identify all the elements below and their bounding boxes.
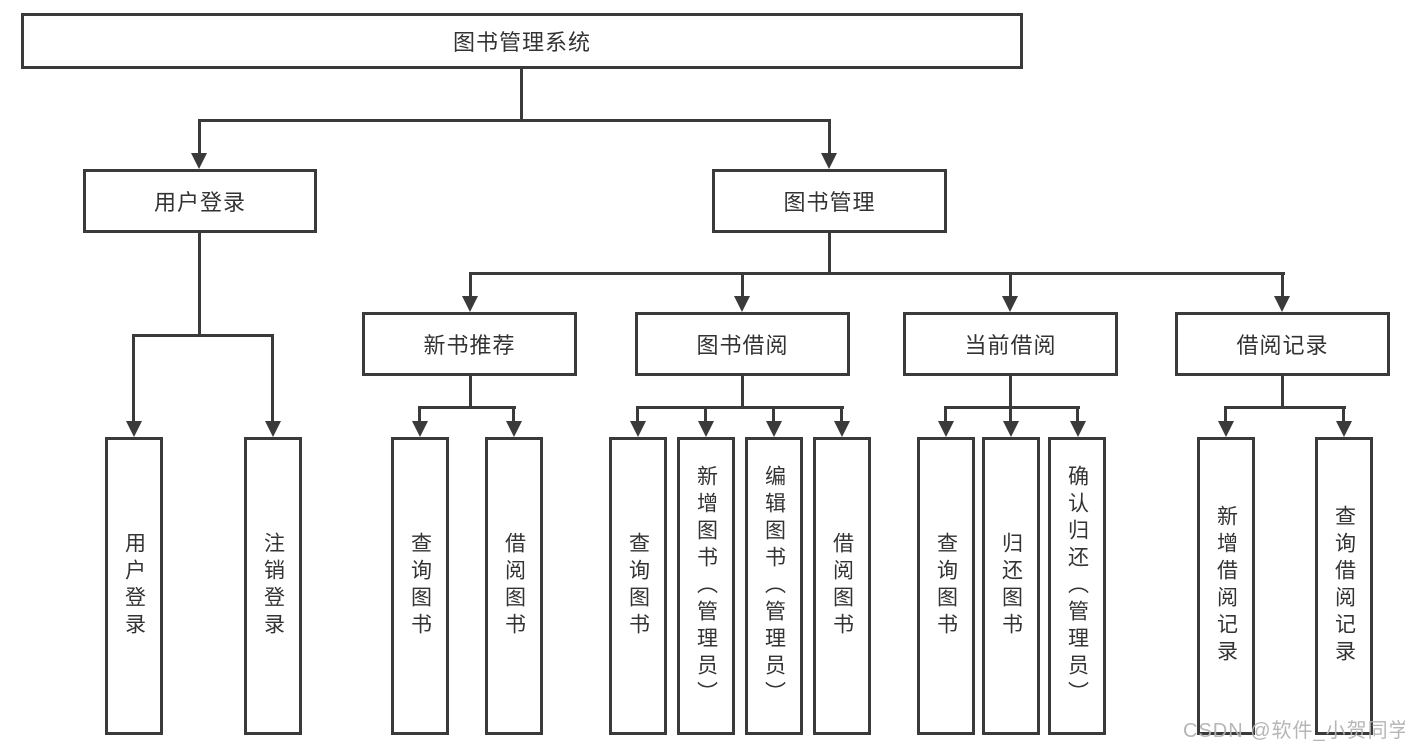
node-new-book-recommend-label: 新书推荐 bbox=[423, 333, 516, 358]
connector-drop-borrow-records bbox=[1281, 272, 1284, 298]
connector-drop-leaf-logout bbox=[271, 334, 274, 423]
arrowhead-down-icon bbox=[506, 421, 522, 437]
arrowhead-down-icon bbox=[821, 153, 837, 169]
leaf-borrow-books-recommend-label: 借阅图书 bbox=[502, 532, 526, 640]
leaf-return-books: 归还图书 bbox=[982, 437, 1040, 735]
connector-drop-book-borrow bbox=[741, 272, 744, 298]
arrowhead-down-icon bbox=[938, 421, 954, 437]
arrowhead-down-icon bbox=[412, 421, 428, 437]
leaf-add-borrow-record-label: 新增借阅记录 bbox=[1214, 505, 1238, 667]
connector-drop bbox=[944, 406, 947, 423]
connector-drop bbox=[418, 406, 421, 423]
leaf-borrow-books-borrowing-label: 借阅图书 bbox=[830, 532, 854, 640]
connector-book-mgmt-crossbar bbox=[469, 272, 1285, 275]
node-user-login: 用户登录 bbox=[83, 169, 317, 233]
node-library-system-label: 图书管理系统 bbox=[452, 30, 591, 55]
connector-drop-new-book bbox=[469, 272, 472, 298]
connector-new-book-crossbar bbox=[418, 406, 516, 409]
node-current-borrowing-label: 当前借阅 bbox=[964, 333, 1057, 358]
connector-drop bbox=[1076, 406, 1079, 423]
leaf-query-borrow-record: 查询借阅记录 bbox=[1315, 437, 1373, 735]
arrowhead-down-icon bbox=[462, 296, 478, 312]
arrowhead-down-icon bbox=[1003, 421, 1019, 437]
leaf-query-books-recommend-label: 查询图书 bbox=[408, 532, 432, 640]
leaf-edit-books-admin: 编辑图书（管理员） bbox=[745, 437, 803, 735]
connector-drop-user-login bbox=[198, 119, 201, 155]
leaf-user-login: 用户登录 bbox=[105, 437, 163, 735]
arrowhead-down-icon bbox=[191, 153, 207, 169]
leaf-query-books-current: 查询图书 bbox=[917, 437, 975, 735]
leaf-query-books-current-label: 查询图书 bbox=[934, 532, 958, 640]
leaf-user-login-label: 用户登录 bbox=[122, 532, 146, 640]
connector-drop bbox=[1224, 406, 1227, 423]
connector-drop bbox=[772, 406, 775, 423]
connector-root-crossbar bbox=[198, 119, 831, 122]
csdn-watermark: CSDN @软件_小贺同学 bbox=[1183, 720, 1405, 742]
connector-new-book-stem bbox=[469, 376, 472, 409]
connector-book-mgmt-stem bbox=[828, 233, 831, 275]
leaf-query-borrow-record-label: 查询借阅记录 bbox=[1332, 505, 1356, 667]
leaf-logout-label: 注销登录 bbox=[261, 532, 285, 640]
arrowhead-down-icon bbox=[734, 296, 750, 312]
connector-current-borrow-crossbar bbox=[944, 406, 1080, 409]
connector-root-stem bbox=[520, 69, 523, 121]
leaf-borrow-books-recommend: 借阅图书 bbox=[485, 437, 543, 735]
node-user-login-label: 用户登录 bbox=[153, 190, 246, 215]
connector-user-login-crossbar bbox=[132, 334, 274, 337]
node-borrowing-records: 借阅记录 bbox=[1175, 312, 1390, 376]
node-book-management: 图书管理 bbox=[712, 169, 947, 233]
connector-drop bbox=[704, 406, 707, 423]
connector-borrow-records-crossbar bbox=[1224, 406, 1346, 409]
connector-drop-leaf-login bbox=[132, 334, 135, 423]
node-library-system: 图书管理系统 bbox=[21, 13, 1023, 69]
arrowhead-down-icon bbox=[1218, 421, 1234, 437]
arrowhead-down-icon bbox=[1274, 296, 1290, 312]
connector-current-borrow-stem bbox=[1009, 376, 1012, 409]
node-book-borrowing-label: 图书借阅 bbox=[696, 333, 789, 358]
leaf-borrow-books-borrowing: 借阅图书 bbox=[813, 437, 871, 735]
connector-drop-book-mgmt bbox=[828, 119, 831, 155]
arrowhead-down-icon bbox=[1002, 296, 1018, 312]
leaf-add-books-admin: 新增图书（管理员） bbox=[677, 437, 735, 735]
connector-book-borrow-stem bbox=[741, 376, 744, 409]
connector-borrow-records-stem bbox=[1281, 376, 1284, 409]
leaf-query-books-recommend: 查询图书 bbox=[391, 437, 449, 735]
connector-user-login-stem bbox=[198, 233, 201, 337]
connector-book-borrow-crossbar bbox=[636, 406, 844, 409]
node-book-borrowing: 图书借阅 bbox=[635, 312, 850, 376]
connector-drop bbox=[636, 406, 639, 423]
leaf-return-books-label: 归还图书 bbox=[999, 532, 1023, 640]
arrowhead-down-icon bbox=[1336, 421, 1352, 437]
connector-drop bbox=[1009, 406, 1012, 423]
arrowhead-down-icon bbox=[630, 421, 646, 437]
node-book-management-label: 图书管理 bbox=[783, 190, 876, 215]
arrowhead-down-icon bbox=[698, 421, 714, 437]
leaf-logout: 注销登录 bbox=[244, 437, 302, 735]
leaf-add-books-admin-label: 新增图书（管理员） bbox=[694, 464, 718, 708]
arrowhead-down-icon bbox=[265, 421, 281, 437]
connector-drop bbox=[840, 406, 843, 423]
leaf-edit-books-admin-label: 编辑图书（管理员） bbox=[762, 464, 786, 708]
node-current-borrowing: 当前借阅 bbox=[903, 312, 1118, 376]
arrowhead-down-icon bbox=[126, 421, 142, 437]
connector-drop-current-borrow bbox=[1009, 272, 1012, 298]
arrowhead-down-icon bbox=[766, 421, 782, 437]
leaf-confirm-return-admin: 确认归还（管理员） bbox=[1048, 437, 1106, 735]
node-new-book-recommend: 新书推荐 bbox=[362, 312, 577, 376]
leaf-query-books-borrowing-label: 查询图书 bbox=[626, 532, 650, 640]
node-borrowing-records-label: 借阅记录 bbox=[1236, 333, 1329, 358]
arrowhead-down-icon bbox=[1070, 421, 1086, 437]
leaf-query-books-borrowing: 查询图书 bbox=[609, 437, 667, 735]
leaf-add-borrow-record: 新增借阅记录 bbox=[1197, 437, 1255, 735]
leaf-confirm-return-admin-label: 确认归还（管理员） bbox=[1065, 464, 1089, 708]
arrowhead-down-icon bbox=[834, 421, 850, 437]
connector-drop bbox=[1342, 406, 1345, 423]
connector-drop bbox=[512, 406, 515, 423]
